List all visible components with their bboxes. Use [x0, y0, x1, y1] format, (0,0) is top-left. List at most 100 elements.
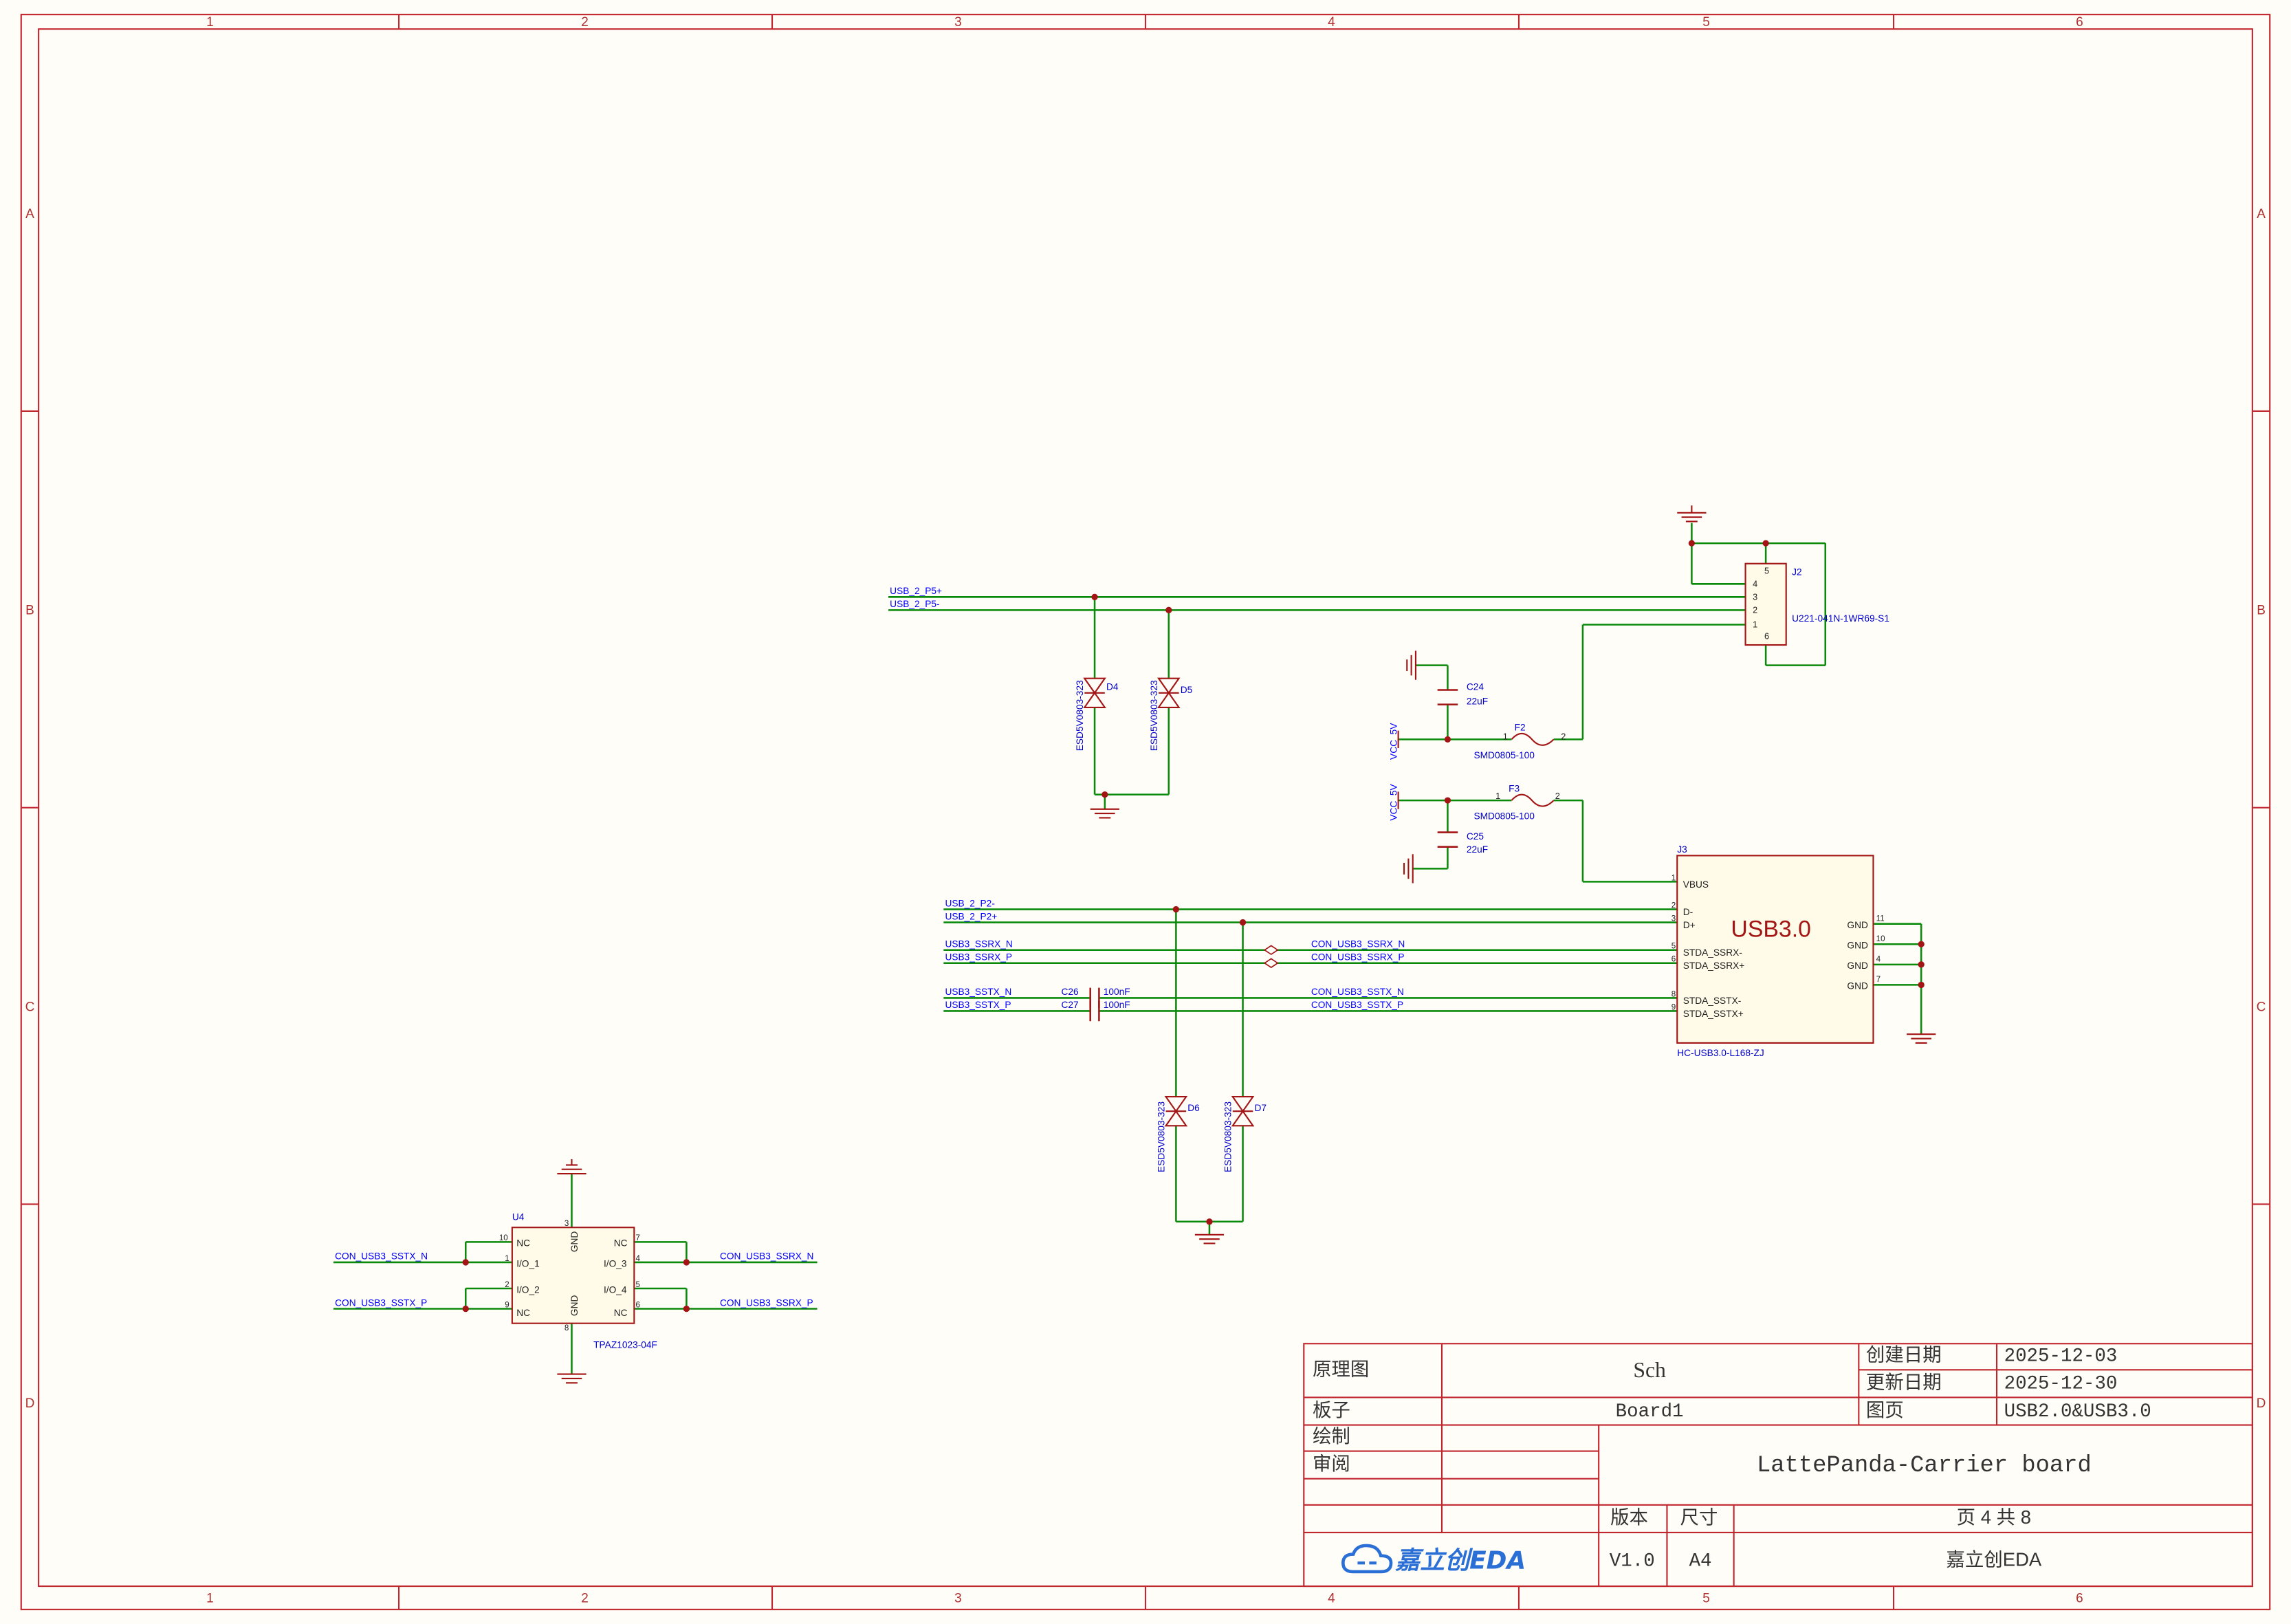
zone-col-3-top: 3 [954, 15, 962, 30]
j3-pin5-name: STDA_SSRX- [1683, 947, 1742, 958]
d6-ref: D6 [1187, 1103, 1200, 1113]
j2-pin-1: 1 [1753, 620, 1757, 630]
fuse-f2-icon[interactable] [1511, 732, 1555, 746]
d6-value: ESD5V0803-323 [1156, 1101, 1166, 1172]
u4-pin2-name: I/O_2 [516, 1284, 540, 1295]
diode-d7-icon[interactable] [1231, 1096, 1255, 1127]
tb-review-label: 审阅 [1313, 1453, 1350, 1474]
u4-pin10-name: NC [516, 1238, 530, 1249]
tb-page-label: 图页 [1866, 1399, 1904, 1420]
j3-pin3-num: 3 [1671, 914, 1676, 923]
net-label-u4-ssrx-p: CON_USB3_SSRX_P [720, 1297, 813, 1308]
zone-col-4-bottom: 4 [1328, 1591, 1335, 1605]
zone-col-4-top: 4 [1328, 15, 1335, 30]
j2-ref: J2 [1792, 567, 1802, 578]
j3-value: HC-USB3.0-L168-ZJ [1677, 1048, 1764, 1058]
u4-pin2-num: 2 [505, 1280, 509, 1289]
cloud-logo-icon [1341, 1544, 1393, 1574]
diode-d4-icon[interactable] [1083, 677, 1106, 708]
j2-value: U221-041N-1WR69-S1 [1792, 613, 1889, 624]
zone-col-5-bottom: 5 [1702, 1591, 1710, 1605]
tb-drawn-label: 绘制 [1313, 1425, 1350, 1447]
ic-u4[interactable]: U4 TPAZ1023-04F NC 10 I/O_1 1 I/O_2 2 NC… [499, 1212, 657, 1350]
connector-j3[interactable]: J3 HC-USB3.0-L168-ZJ USB3.0 1 VBUS 2 D- … [1671, 844, 1885, 1058]
tb-board-label: 板子 [1313, 1399, 1350, 1420]
diode-labels: D4 D5 D6 D7 ESD5V0803-323 ESD5V0803-323 … [1075, 680, 1267, 1172]
tb-size-label: 尺寸 [1680, 1506, 1718, 1528]
net-label-con-ssrx-p: CON_USB3_SSRX_P [1311, 952, 1405, 962]
u4-pin7-num: 7 [635, 1233, 639, 1242]
j3-pin6-num: 6 [1671, 955, 1676, 964]
frame-zone-labels: 1 2 3 4 5 6 1 2 3 4 5 6 A B C D A B C D [25, 15, 2266, 1605]
gnd-c25-icon [1403, 854, 1414, 884]
net-ties [1263, 945, 1279, 969]
cap-c27-icon[interactable] [1089, 1000, 1100, 1022]
j3-pin10-name: GND [1847, 941, 1868, 951]
c26-ref: C26 [1061, 987, 1079, 997]
u4-pin5-num: 5 [635, 1280, 639, 1289]
cap-c24-icon[interactable] [1437, 689, 1458, 705]
diode-d6-icon[interactable] [1164, 1096, 1188, 1127]
c24-ref: C24 [1467, 682, 1484, 692]
u4-pin4-num: 4 [635, 1254, 640, 1263]
tb-size-value: A4 [1689, 1550, 1712, 1572]
tb-created-value: 2025-12-03 [2004, 1346, 2118, 1368]
junctions [462, 540, 1925, 1313]
j3-pin8-num: 8 [1671, 989, 1676, 998]
u4-pin4-name: I/O_3 [604, 1258, 627, 1269]
drawing-frame [20, 14, 2271, 1610]
tb-version-value: V1.0 [1610, 1550, 1655, 1572]
u4-pin9-name: NC [516, 1308, 530, 1318]
zone-row-c-right: C [2257, 1000, 2266, 1014]
tb-created-label: 创建日期 [1866, 1344, 1942, 1365]
u4-pin9-num: 9 [505, 1300, 509, 1309]
d7-value: ESD5V0803-323 [1223, 1101, 1234, 1172]
tb-page-value: USB2.0&USB3.0 [2004, 1401, 2151, 1423]
u4-pin5-name: I/O_4 [604, 1284, 627, 1295]
gnd-j3-icon [1907, 1033, 1936, 1044]
zone-col-6-bottom: 6 [2076, 1591, 2083, 1605]
gnd-d6d7-icon [1194, 1233, 1225, 1244]
d7-ref: D7 [1254, 1103, 1267, 1113]
net-label-usb3-ssrx-p: USB3_SSRX_P [945, 952, 1012, 962]
net-label-vcc5-b: VCC_5V [1388, 783, 1399, 820]
zone-row-d-left: D [25, 1396, 35, 1411]
net-label-usb3-sstx-p: USB3_SSTX_P [945, 1000, 1011, 1010]
tb-board-value: Board1 [1616, 1401, 1684, 1423]
u4-pin6-name: NC [614, 1308, 628, 1318]
j3-pin9-num: 9 [1671, 1002, 1676, 1011]
u4-pin8-num: 8 [564, 1324, 569, 1332]
j3-pin4-num: 4 [1876, 955, 1881, 964]
zone-col-2-bottom: 2 [581, 1591, 589, 1605]
zone-col-3-bottom: 3 [954, 1591, 962, 1605]
logo-text: 嘉立创EDA [1395, 1547, 1526, 1575]
zone-row-c-left: C [25, 1000, 35, 1014]
diode-d5-icon[interactable] [1157, 677, 1181, 708]
c27-value: 100nF [1104, 1000, 1130, 1010]
j3-pin7-num: 7 [1876, 975, 1881, 984]
j3-pin2-name: D- [1683, 907, 1693, 917]
gnd-c24-icon [1406, 650, 1417, 680]
zone-row-b-left: B [25, 604, 34, 618]
u4-gnd-bottom-name: GND [569, 1295, 580, 1317]
f2-pin2: 2 [1561, 732, 1566, 741]
title-block [1303, 1343, 2253, 1588]
tb-updated-label: 更新日期 [1866, 1372, 1942, 1393]
connector-j2[interactable]: J2 U221-041N-1WR69-S1 5 4 3 2 1 6 [1744, 562, 1889, 646]
j2-pin-3: 3 [1753, 593, 1757, 602]
fuse-f3-icon[interactable] [1511, 793, 1555, 807]
d4-value: ESD5V0803-323 [1075, 680, 1085, 751]
gnd-u4-bottom-icon [557, 1373, 587, 1384]
j2-pin-2: 2 [1753, 606, 1757, 615]
f2-value: SMD0805-100 [1473, 750, 1535, 760]
tb-updated-value: 2025-12-30 [2004, 1374, 2118, 1395]
f3-value: SMD0805-100 [1473, 811, 1535, 822]
title-block-text: 原理图 Sch 创建日期 2025-12-03 更新日期 2025-12-30 … [1313, 1344, 2151, 1572]
j2-pin-5: 5 [1764, 567, 1769, 576]
u4-pin6-num: 6 [635, 1300, 639, 1309]
fuse-labels: F2 SMD0805-100 1 2 F3 SMD0805-100 1 2 [1473, 723, 1566, 822]
cap-c25-icon[interactable] [1437, 831, 1458, 848]
wires [333, 523, 1922, 1374]
j3-ref: J3 [1677, 844, 1687, 855]
f3-ref: F3 [1509, 783, 1520, 793]
